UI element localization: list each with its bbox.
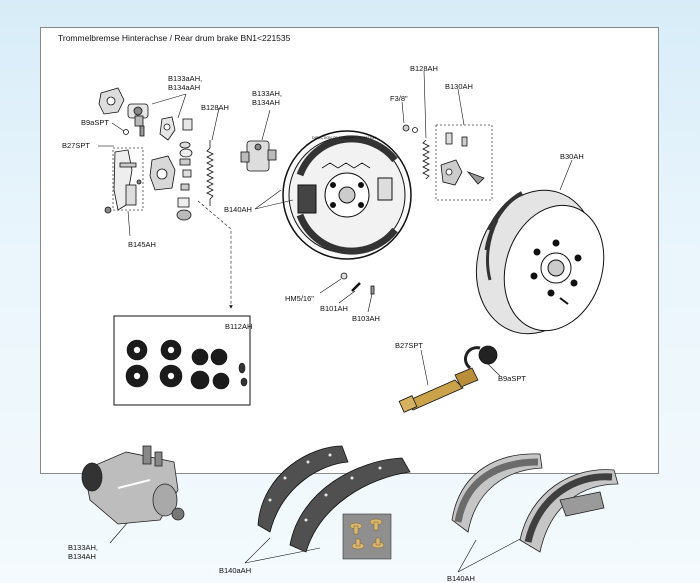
label-b112ah: B112AH [225,322,253,331]
wheel-cylinder-mid [240,140,277,172]
label-b27spt-top: B27SPT [62,141,90,150]
brake-lining-strips-photo [257,445,411,553]
wheel-cylinder-photo [81,445,185,525]
label-b30ah: B30AH [560,152,584,161]
label-b134ah-bottom-line2: B134AH [68,552,96,561]
wheel-cylinder-small-top [127,103,149,127]
label-b140aah-bottom: B140aAH [219,566,252,575]
label-b140ah-mid: B140AH [224,205,252,214]
label-b128ah-right: B128AH [410,64,438,73]
repair-kit-box [113,315,251,406]
label-b134ah-mid-line2: B134AH [252,98,280,107]
label-b140ah-bottom: B140AH [447,574,475,583]
adjuster-hardware [340,272,375,295]
label-b133ah-mid: B133AH, B134AH [252,89,282,107]
dust-cover-plate [98,87,125,115]
label-b133ah-bottom: B133AH, B134AH [68,543,98,561]
diagram-title: Trommelbremse Hinterachse / Rear drum br… [58,33,291,43]
label-b101ah: B101AH [320,304,348,313]
return-spring-left [206,140,214,206]
drum-rotation-text: DIRECTION OF FORWARD ROTATION [312,136,377,140]
label-b9aspt-top: B9aSPT [81,118,109,127]
brake-back-plate [282,130,412,260]
wheel-cylinder-body-left [149,155,176,191]
fork-plate [159,116,176,141]
label-b128ah-left: B128AH [201,103,229,112]
brake-drum [475,189,605,335]
label-b145ah: B145AH [128,240,156,249]
leader-lines [98,70,573,573]
lever-assembly [104,149,142,214]
label-b103ah: B103AH [352,314,380,323]
brake-shoes-photo [451,453,619,553]
label-b133aah: B133aAH, B134aAH [168,74,202,92]
label-b133ah-bottom-line1: B133AH, [68,543,99,552]
label-b134aah-line2: B134aAH [168,83,201,92]
rivets-inset-photo [342,513,392,560]
label-b9aspt-bottom: B9aSPT [498,374,526,383]
label-f3-8: F3/8" [390,94,408,103]
label-hm5-16: HM5/16" [285,294,314,303]
cylinder-piston-parts [176,118,193,221]
label-b133ah-mid-line1: B133AH, [252,89,283,98]
label-b130ah: B130AH [445,82,473,91]
label-b133aah-line1: B133aAH, [168,74,203,83]
label-b27spt-bottom: B27SPT [395,341,423,350]
bleed-valve-and-cap [398,345,498,413]
wheel-cylinder-parts-group [98,87,193,221]
bleed-screw-top [123,125,145,137]
right-small-parts [402,124,493,201]
